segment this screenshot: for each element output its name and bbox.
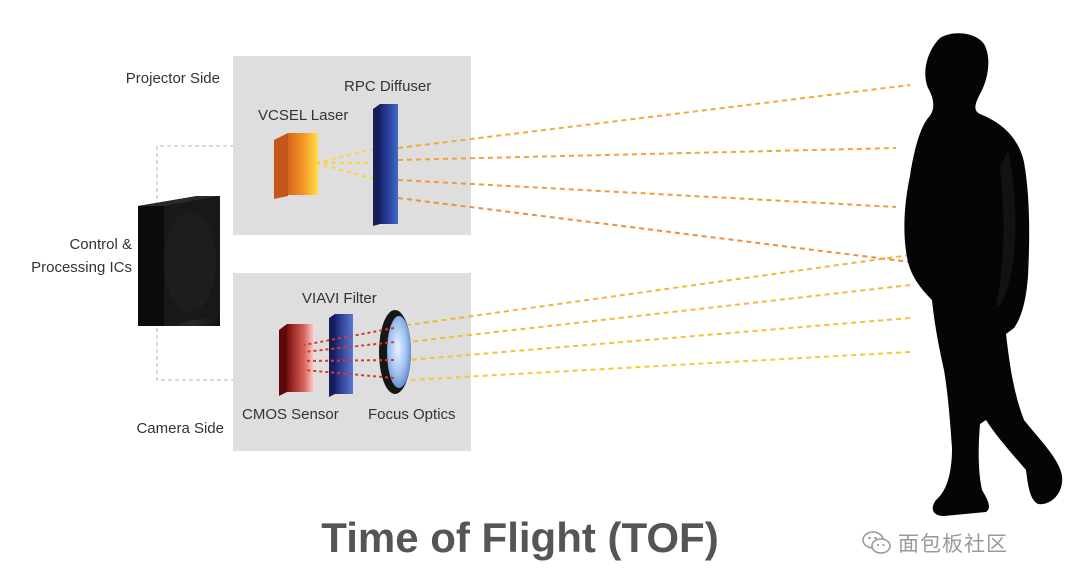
focus-optics-lens [379, 310, 411, 394]
return-beams [407, 254, 911, 381]
viavi-filter-label: VIAVI Filter [302, 290, 377, 307]
vcsel-laser [274, 133, 318, 199]
diagram-title: Time of Flight (TOF) [321, 514, 719, 561]
camera-side-label: Camera Side [136, 420, 224, 437]
projector-panel [233, 56, 471, 235]
control-ic-block [138, 196, 220, 326]
projection-beams [397, 84, 911, 263]
rpc-diffuser-label: RPC Diffuser [344, 78, 432, 95]
wechat-icon [862, 531, 891, 554]
watermark: 面包板社区 [862, 528, 1008, 558]
cmos-sensor [279, 324, 315, 396]
person-arm-shadow [996, 150, 1016, 306]
control-ics-label-line2: Processing ICs [31, 259, 132, 276]
projector-side-label: Projector Side [125, 70, 220, 87]
laser-internal-beams [315, 147, 379, 181]
focus-optics-label: Focus Optics [368, 406, 456, 423]
vcsel-laser-label: VCSEL Laser [258, 107, 349, 124]
rpc-diffuser [373, 104, 398, 226]
control-ics-label-line1: Control & [69, 236, 132, 253]
connector-line-projector [156, 145, 262, 381]
viavi-filter [329, 314, 353, 397]
watermark-text: 面包板社区 [898, 532, 1008, 556]
cmos-sensor-label: CMOS Sensor [242, 406, 339, 423]
person-silhouette [904, 33, 1063, 516]
